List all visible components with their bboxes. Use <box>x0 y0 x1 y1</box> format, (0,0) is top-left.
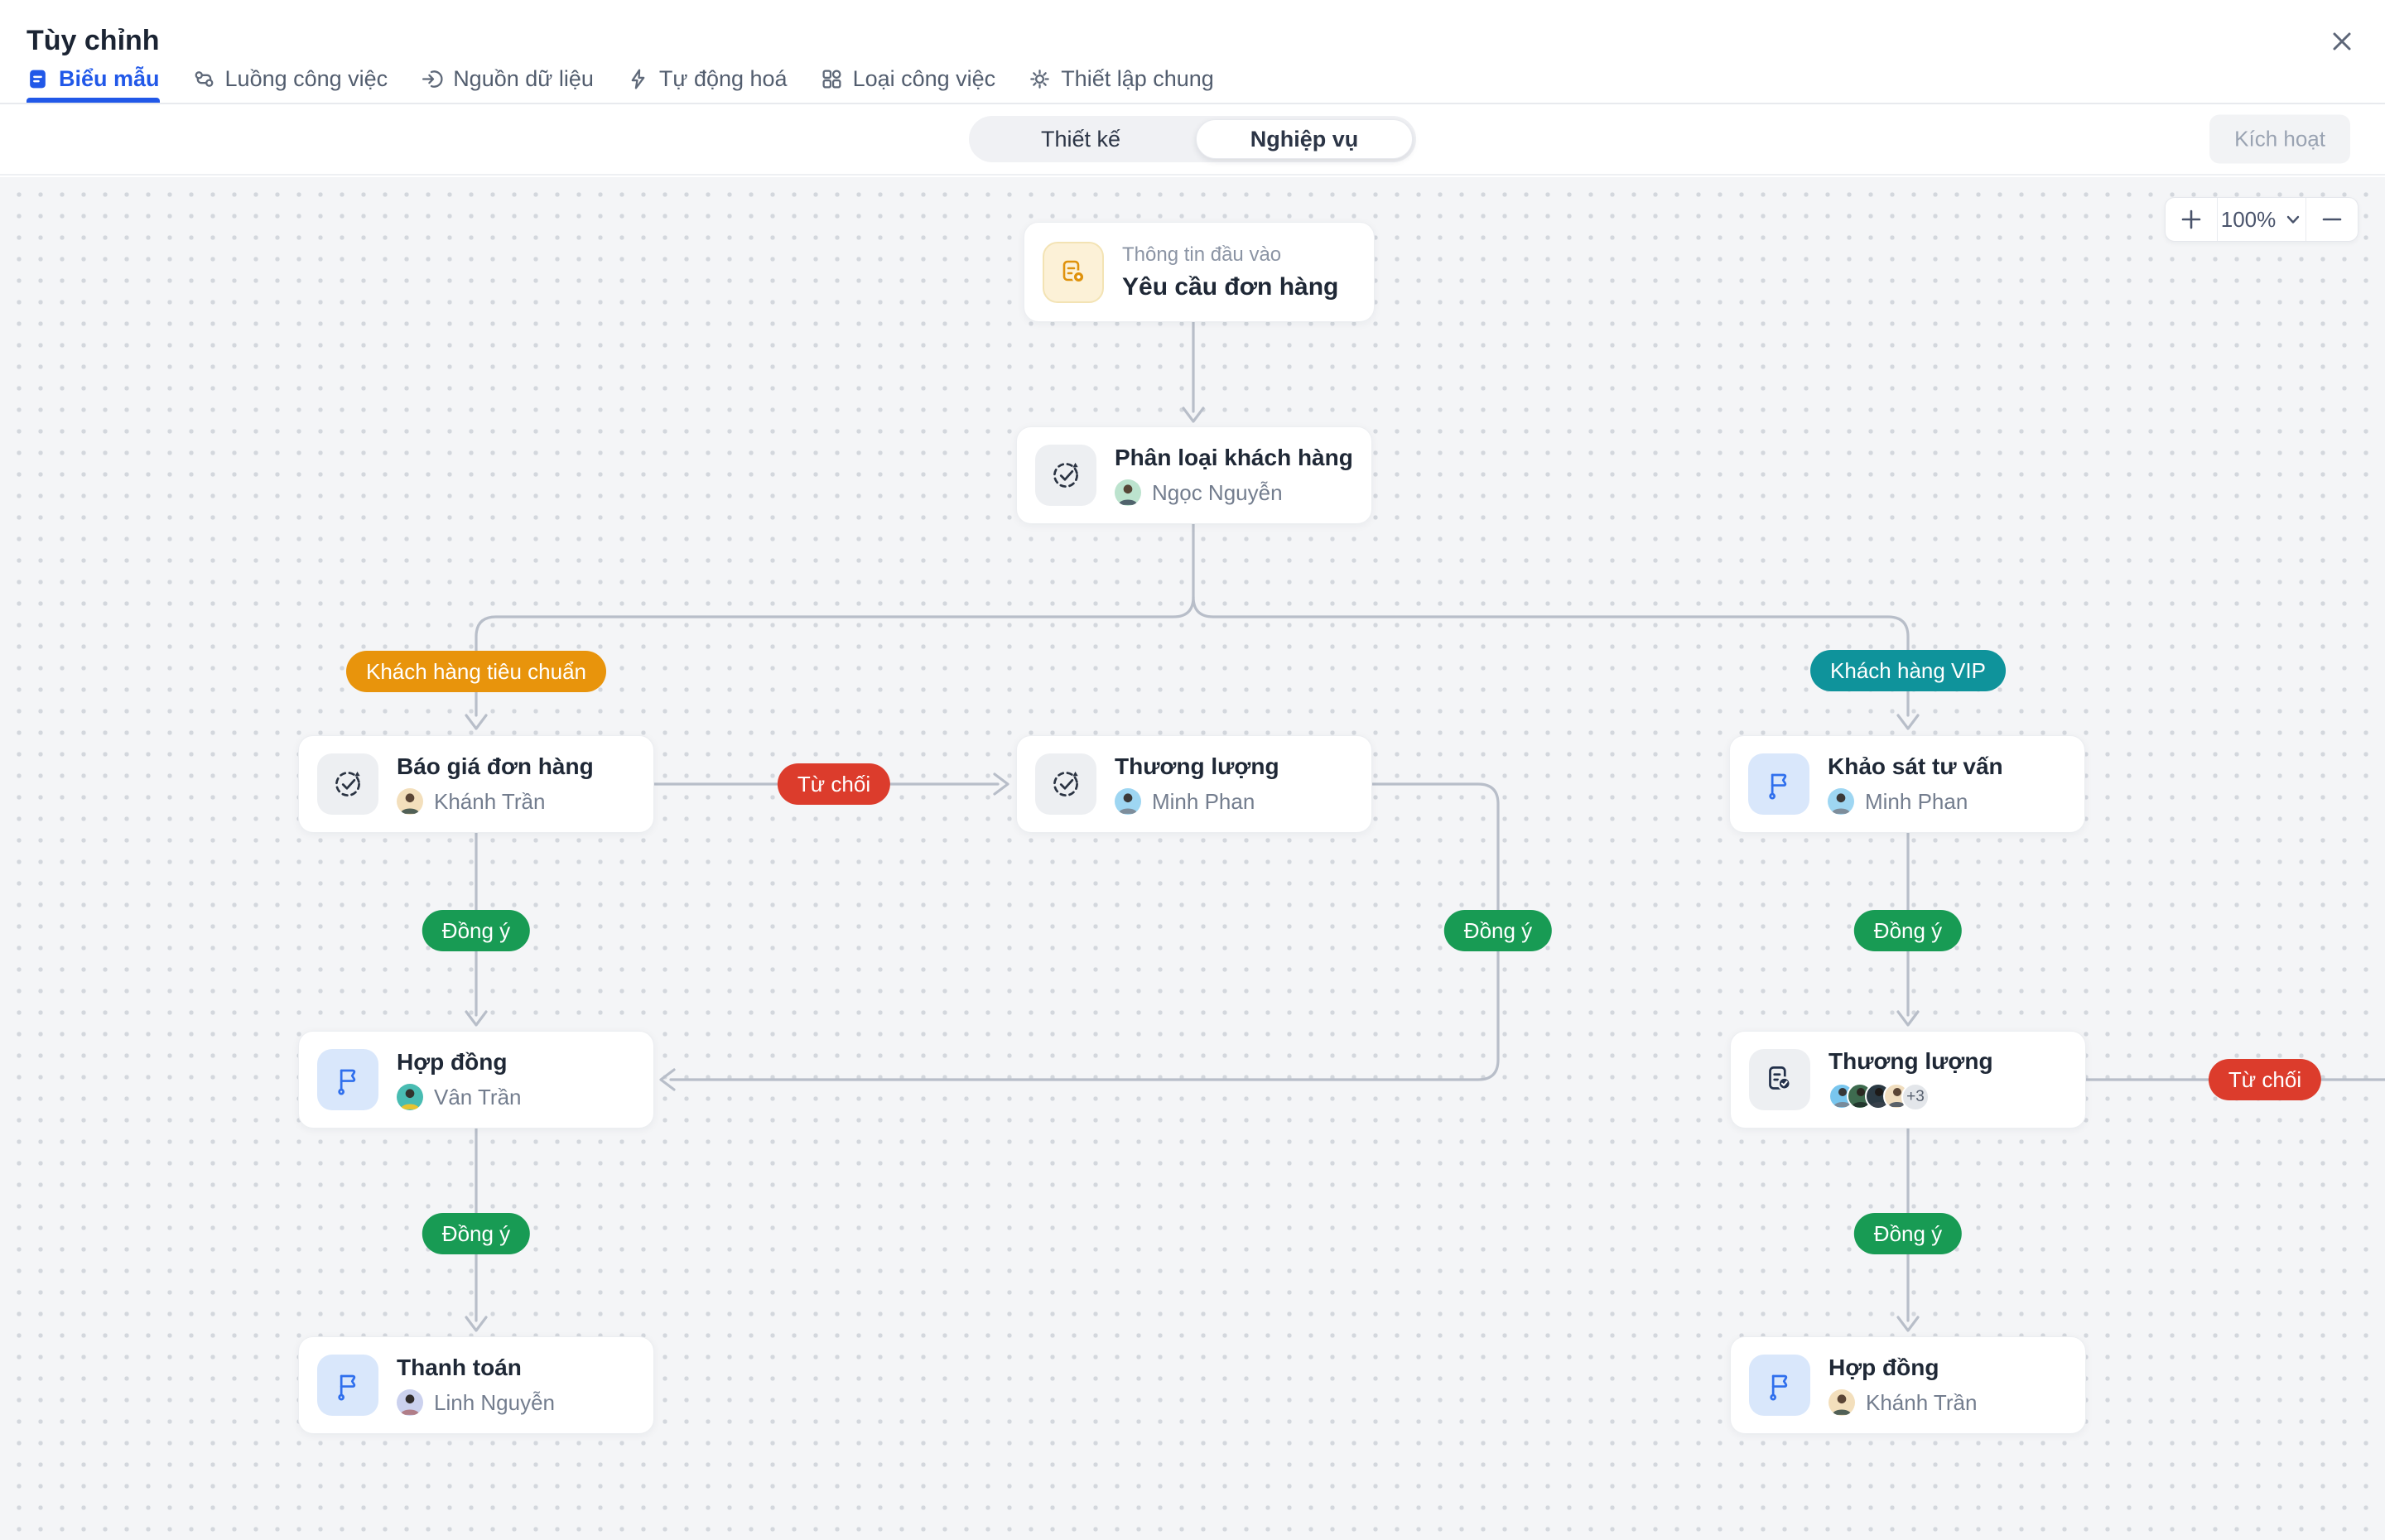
zoom-level: 100% <box>2220 206 2277 232</box>
node-quote-order[interactable]: Báo giá đơn hàng Khánh Trần <box>298 735 654 833</box>
settings-icon <box>1029 68 1051 90</box>
tab-form[interactable]: Biểu mẫu <box>26 55 160 103</box>
node-subtitle: Thông tin đầu vào <box>1122 243 1282 266</box>
tab-datasource[interactable]: Nguồn dữ liệu <box>421 55 594 103</box>
assignee-name: Vân Trần <box>434 1084 522 1109</box>
mode-toggle: Thiết kế Nghiệp vụ <box>969 116 1416 162</box>
node-payment[interactable]: Thanh toán Linh Nguyễn <box>298 1336 654 1434</box>
tab-label: Luồng công việc <box>224 65 388 91</box>
flag-icon <box>317 1355 378 1416</box>
assignee-name: Khánh Trần <box>1866 1389 1978 1415</box>
tab-label: Nguồn dữ liệu <box>453 65 594 91</box>
avatar-group: +3 <box>1828 1083 1993 1111</box>
tab-workflow[interactable]: Luồng công việc <box>193 55 388 103</box>
edge-label-reject-1[interactable]: Từ chối <box>777 763 891 805</box>
form-icon <box>26 68 49 90</box>
assignee-name: Khánh Trần <box>434 788 546 814</box>
mode-business-segment[interactable]: Nghiệp vụ <box>1196 119 1413 159</box>
avatar <box>1115 788 1141 815</box>
mode-toolbar: Thiết kế Nghiệp vụ Kích hoạt <box>0 104 2385 176</box>
workflow-icon <box>193 68 215 90</box>
edge-label-vip-customer[interactable]: Khách hàng VIP <box>1810 650 2006 691</box>
tab-settings[interactable]: Thiết lập chung <box>1029 55 1214 103</box>
edge-label-agree-2[interactable]: Đồng ý <box>1443 910 1553 951</box>
avatar <box>397 1389 423 1416</box>
assignee-name: Minh Phan <box>1152 788 1255 814</box>
node-title: Khảo sát tư vấn <box>1828 753 2003 779</box>
node-survey-consult[interactable]: Khảo sát tư vấn Minh Phan <box>1729 735 2085 833</box>
flag-icon <box>1748 753 1809 815</box>
assignee-name: Linh Nguyễn <box>434 1389 555 1415</box>
node-title: Báo giá đơn hàng <box>397 753 594 779</box>
workflow-canvas[interactable]: 100% Thông tin đầu vào Yêu cầu đơn hàng <box>0 177 2385 1540</box>
node-title: Phân loại khách hàng <box>1115 445 1353 470</box>
tab-label: Thiết lập chung <box>1061 65 1214 91</box>
zoom-widget: 100% <box>2165 197 2358 242</box>
node-title: Yêu cầu đơn hàng <box>1122 272 1339 301</box>
zoom-level-dropdown[interactable]: 100% <box>2217 198 2306 241</box>
avatar <box>1115 479 1141 506</box>
mode-design-segment[interactable]: Thiết kế <box>1040 126 1121 152</box>
flag-icon <box>317 1049 378 1110</box>
edge-label-agree-5[interactable]: Đồng ý <box>1853 1213 1963 1254</box>
edge-label-agree-4[interactable]: Đồng ý <box>422 1213 531 1254</box>
close-icon <box>2333 32 2351 51</box>
document-check-icon <box>1749 1049 1810 1110</box>
assignee-name: Minh Phan <box>1865 788 1968 814</box>
avatar <box>1828 1389 1855 1416</box>
page-title: Tùy chỉnh <box>26 25 160 56</box>
process-icon <box>1035 445 1096 506</box>
minus-icon <box>2322 218 2342 221</box>
tab-bar: Biểu mẫu Luồng công việc Nguồn dữ liệu T… <box>26 55 1214 103</box>
node-title: Thương lượng <box>1828 1048 1993 1074</box>
tab-label: Loại công việc <box>852 65 996 91</box>
zoom-out-button[interactable] <box>2306 198 2358 241</box>
node-negotiate-mid[interactable]: Thương lượng Minh Phan <box>1016 735 1372 833</box>
node-input-request[interactable]: Thông tin đầu vào Yêu cầu đơn hàng <box>1024 222 1375 322</box>
node-classify-customer[interactable]: Phân loại khách hàng Ngọc Nguyễn <box>1016 426 1372 524</box>
chevron-down-icon <box>2287 215 2300 224</box>
node-contract-right[interactable]: Hợp đồng Khánh Trần <box>1730 1336 2086 1434</box>
node-title: Hợp đồng <box>397 1049 508 1075</box>
node-title: Thanh toán <box>397 1355 522 1380</box>
tab-worktype[interactable]: Loại công việc <box>821 55 996 103</box>
automation-icon <box>627 68 649 90</box>
edge-label-agree-1[interactable]: Đồng ý <box>422 910 531 951</box>
process-icon <box>317 753 378 815</box>
edge-label-reject-2[interactable]: Từ chối <box>2208 1059 2322 1100</box>
edge-label-agree-3[interactable]: Đồng ý <box>1853 910 1963 951</box>
plus-icon <box>2181 209 2201 229</box>
tab-label: Biểu mẫu <box>59 65 160 91</box>
assignee-name: Ngọc Nguyễn <box>1152 479 1283 505</box>
zoom-in-button[interactable] <box>2166 198 2217 241</box>
app-header: Tùy chỉnh Biểu mẫu Luồng công việc Nguồn… <box>0 0 2385 104</box>
activate-button[interactable]: Kích hoạt <box>2209 114 2350 164</box>
node-title: Thương lượng <box>1115 753 1279 779</box>
edge-label-standard-customer[interactable]: Khách hàng tiêu chuẩn <box>346 651 606 692</box>
tab-label: Tự động hoá <box>658 65 788 91</box>
tab-automation[interactable]: Tự động hoá <box>627 55 788 103</box>
avatar-overflow-count: +3 <box>1901 1083 1930 1111</box>
datasource-icon <box>421 68 443 90</box>
node-contract-left[interactable]: Hợp đồng Vân Trần <box>298 1031 654 1129</box>
avatar <box>1828 788 1854 815</box>
close-button[interactable] <box>2322 22 2362 61</box>
avatar <box>397 1084 423 1110</box>
document-input-icon <box>1043 241 1104 303</box>
avatar <box>397 788 423 815</box>
flag-icon <box>1749 1355 1810 1416</box>
process-icon <box>1035 753 1096 815</box>
worktype-icon <box>821 68 843 90</box>
node-title: Hợp đồng <box>1828 1355 1939 1380</box>
node-negotiate-right[interactable]: Thương lượng +3 <box>1730 1031 2086 1129</box>
